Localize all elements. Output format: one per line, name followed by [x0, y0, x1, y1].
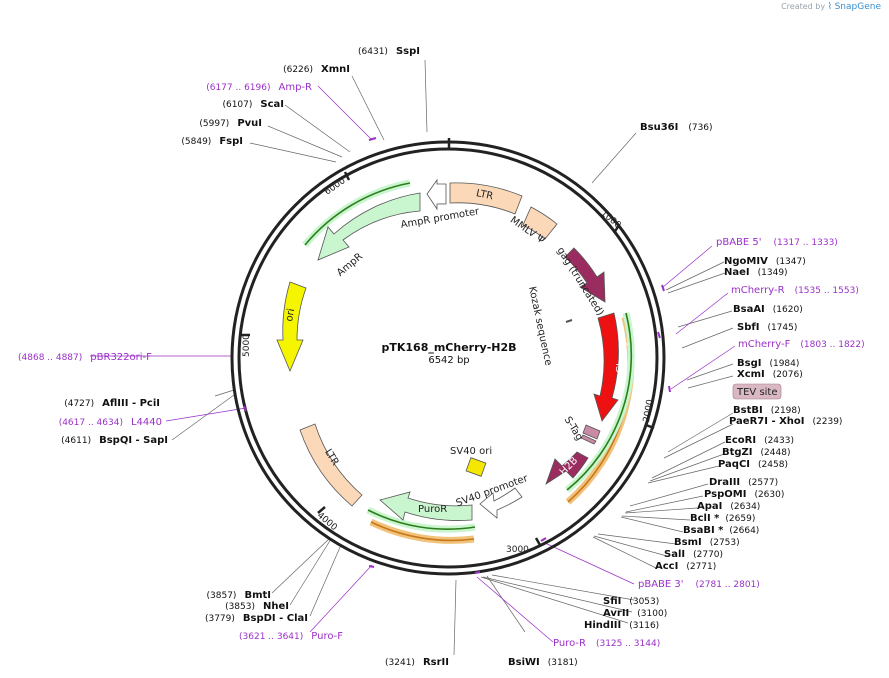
snapgene-branding: Created by ⌇ SnapGene — [781, 2, 881, 12]
feature-kozak — [565, 319, 573, 323]
feature-ltr-bottom — [299, 423, 363, 507]
label-ltr-top: LTR — [475, 188, 494, 202]
label-mcherry: mCherry — [614, 339, 629, 383]
tick-label-5000: 5000 — [242, 334, 252, 357]
feature-mcherry — [593, 312, 619, 422]
site-bsaai: BsaAI(1620) — [733, 304, 803, 315]
orf-green-line-bottom — [367, 509, 476, 530]
site-draiii: DraIII(2577) — [709, 477, 778, 488]
site-xmni: (6226)XmnI — [283, 64, 350, 75]
feature-h2b — [545, 451, 589, 485]
site-xhoi: PaeR7I - XhoI(2239) — [729, 416, 842, 427]
site-scai: (6107)ScaI — [222, 99, 284, 110]
leader-lines — [171, 59, 734, 656]
primer-mcherry-f: mCherry-F(1803 .. 1822) — [738, 339, 865, 350]
plasmid-name: pTK168_mCherry-H2B — [381, 341, 516, 354]
site-rsrii: (3241)RsrII — [385, 657, 449, 668]
snapgene-logo-icon: ⌇ — [827, 2, 833, 12]
site-sali: SalI(2770) — [664, 549, 723, 560]
tick-label-3000: 3000 — [506, 545, 529, 555]
site-sfii: SfiI(3053) — [603, 596, 659, 607]
primer-pbabe-5: pBABE 5'(1317 .. 1333) — [716, 237, 838, 248]
feature-ampr — [317, 192, 421, 261]
site-apai: ApaI(2634) — [697, 501, 760, 512]
features — [276, 178, 619, 521]
plasmid-length: 6542 bp — [428, 355, 469, 366]
label-sv40-ori: SV40 ori — [450, 446, 492, 457]
feature-ori — [276, 281, 307, 373]
site-bsiwi: BsiWI(3181) — [508, 657, 578, 668]
primer-marks — [243, 137, 671, 574]
primer-leaders — [90, 85, 736, 643]
site-bsabi: BsaBI *(2664) — [683, 525, 759, 536]
site-sspi: (6431)SspI — [358, 46, 420, 57]
feature-puror — [379, 491, 473, 521]
primer-l4440: (4617 .. 4634)L4440 — [59, 417, 162, 428]
snapgene-product-label: SnapGene — [834, 2, 881, 12]
feature-ltr-top — [449, 182, 523, 215]
site-ecori: EcoRI(2433) — [725, 435, 794, 446]
tick-label-2000: 2000 — [642, 399, 656, 424]
label-stag: S-Tag — [562, 415, 585, 443]
site-hindiii: HindIII(3116) — [584, 620, 659, 631]
site-acci: AccI(2771) — [655, 561, 716, 572]
site-bsgi: BsgI(1984) — [737, 358, 799, 369]
site-btgzi: BtgZI(2448) — [722, 447, 790, 458]
scale-ticks — [241, 138, 655, 546]
primer-amp-r: (6177 .. 6196)Amp-R — [206, 82, 312, 93]
site-bsu36i: Bsu36I(736) — [640, 122, 713, 133]
primer-puro-f: (3621 .. 3641)Puro-F — [239, 631, 343, 642]
site-bsmi: BsmI(2753) — [674, 537, 740, 548]
site-paqci: PaqCI(2458) — [718, 459, 788, 470]
site-pcii: (4727)AflIII - PciI — [64, 398, 160, 409]
site-bcli: BclI *(2659) — [690, 513, 755, 524]
site-sapi: (4611)BspQI - SapI — [61, 435, 168, 446]
feature-stag — [582, 424, 601, 440]
site-bmti: (3857)BmtI — [207, 590, 271, 601]
site-pvui: (5997)PvuI — [199, 118, 262, 129]
orf-green-line-right — [566, 312, 633, 491]
feature-sv40-ori — [465, 457, 487, 477]
site-xcmi: XcmI(2076) — [737, 369, 803, 380]
primer-pbr322ori-f: (4868 .. 4887)pBR322ori-F — [18, 352, 152, 363]
orf-green-line-top — [304, 182, 411, 246]
orf-orange-line-bottom — [370, 521, 475, 542]
feature-sv40-promoter — [479, 487, 523, 519]
site-fspi: (5849)FspI — [181, 136, 243, 147]
tev-site-badge — [732, 383, 782, 400]
label-kozak: Kozak sequence — [526, 285, 554, 366]
site-pspomi: PspOMI(2630) — [704, 489, 784, 500]
tev-site-label: TEV site — [736, 387, 778, 398]
feature-tev — [580, 434, 597, 445]
site-nhei: (3853)NheI — [225, 601, 289, 612]
primer-pbabe-3: pBABE 3'(2781 .. 2801) — [638, 579, 760, 590]
label-ori: ori — [284, 308, 297, 323]
site-sbfi: SbfI(1745) — [737, 322, 797, 333]
feature-gag — [564, 247, 606, 303]
label-puror: PuroR — [418, 504, 447, 515]
feature-mmlv-psi — [522, 206, 558, 240]
primer-puro-r: Puro-R(3125 .. 3144) — [553, 638, 660, 649]
site-bstbi: BstBI(2198) — [733, 405, 801, 416]
site-naei: NaeI(1349) — [724, 267, 788, 278]
label-ampr: AmpR — [335, 251, 365, 279]
feature-ampr-promoter — [426, 178, 447, 211]
site-ngomiv: NgoMIV(1347) — [724, 256, 806, 267]
site-clai: (3779)BspDI - ClaI — [205, 613, 308, 624]
created-by-label: Created by — [781, 2, 826, 11]
site-avrii: AvrII(3100) — [603, 608, 667, 619]
primer-mcherry-r: mCherry-R(1535 .. 1553) — [731, 285, 859, 296]
